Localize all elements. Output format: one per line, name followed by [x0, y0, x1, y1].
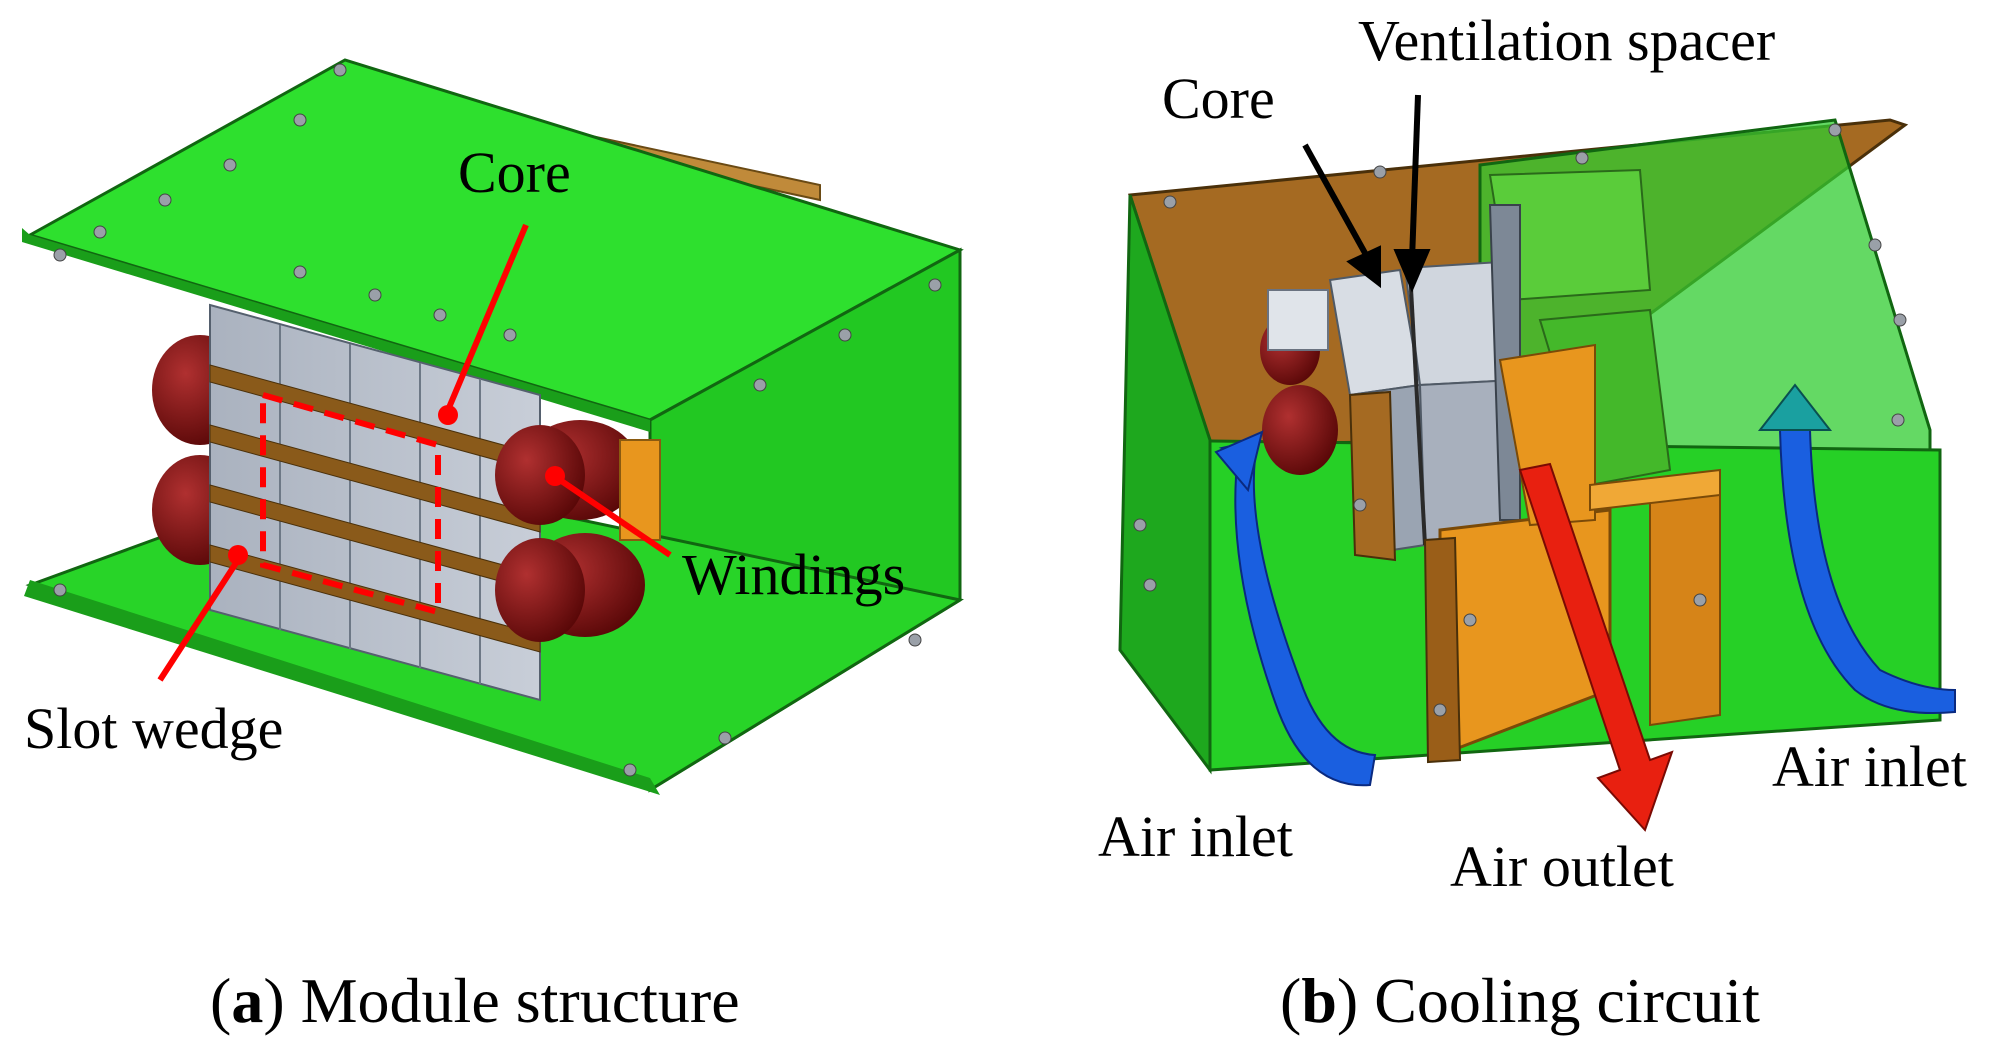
panel-b-winding-lower	[1262, 385, 1338, 475]
core-highlight-box	[260, 391, 441, 616]
caption-b-text: Cooling circuit	[1374, 965, 1760, 1036]
label-air-outlet: Air outlet	[1450, 834, 1674, 899]
panel-b-cooling-circuit: Core Ventilation spacer Air inlet Air in…	[1098, 8, 1967, 1036]
caption-a-letter: a	[231, 965, 263, 1036]
label-slot-wedge: Slot wedge	[24, 696, 283, 761]
air-inlet-arrowhead-left	[1214, 430, 1264, 493]
label-windings: Windings	[682, 542, 905, 607]
core-leader-line	[445, 223, 529, 412]
label-core-b: Core	[1162, 66, 1275, 131]
label-ventilation-spacer: Ventilation spacer	[1358, 8, 1775, 73]
caption-b-letter: b	[1301, 965, 1337, 1036]
caption-a-text: Module structure	[301, 965, 740, 1036]
caption-b: (b) Cooling circuit	[1280, 965, 1760, 1036]
enclosure-front-top-edge	[22, 228, 650, 432]
label-core-a: Core	[458, 140, 571, 205]
left-brown-side-plate	[1348, 390, 1397, 562]
panel-a-callouts	[157, 223, 672, 682]
front-windings	[495, 420, 661, 642]
enclosure-left-wall	[1118, 194, 1212, 775]
air-inlet-arrow-right	[1778, 429, 1956, 715]
caption-a: (a) Module structure	[210, 965, 740, 1036]
outlet-duct	[1423, 343, 1721, 764]
label-air-inlet-left: Air inlet	[1098, 804, 1293, 869]
panel-b-winding-block	[1267, 289, 1329, 351]
enclosure-rivets	[53, 63, 942, 777]
panel-b-callouts	[1302, 94, 1431, 293]
enclosure-front-bottom-edge	[24, 580, 660, 795]
label-air-inlet-right: Air inlet	[1772, 734, 1967, 799]
spacer-leader-line	[1409, 94, 1421, 261]
panel-a-module-structure: Core Windings Slot wedge (a) Module stru…	[22, 58, 964, 1036]
air-outlet-arrow	[1518, 462, 1674, 832]
panel-b-rivets	[1133, 123, 1907, 717]
slot-wedge-leader-line	[157, 558, 241, 682]
core-b-leader-line	[1302, 143, 1373, 264]
windings-leader-line	[558, 477, 672, 558]
air-inlet-arrowhead-right	[1757, 383, 1833, 431]
